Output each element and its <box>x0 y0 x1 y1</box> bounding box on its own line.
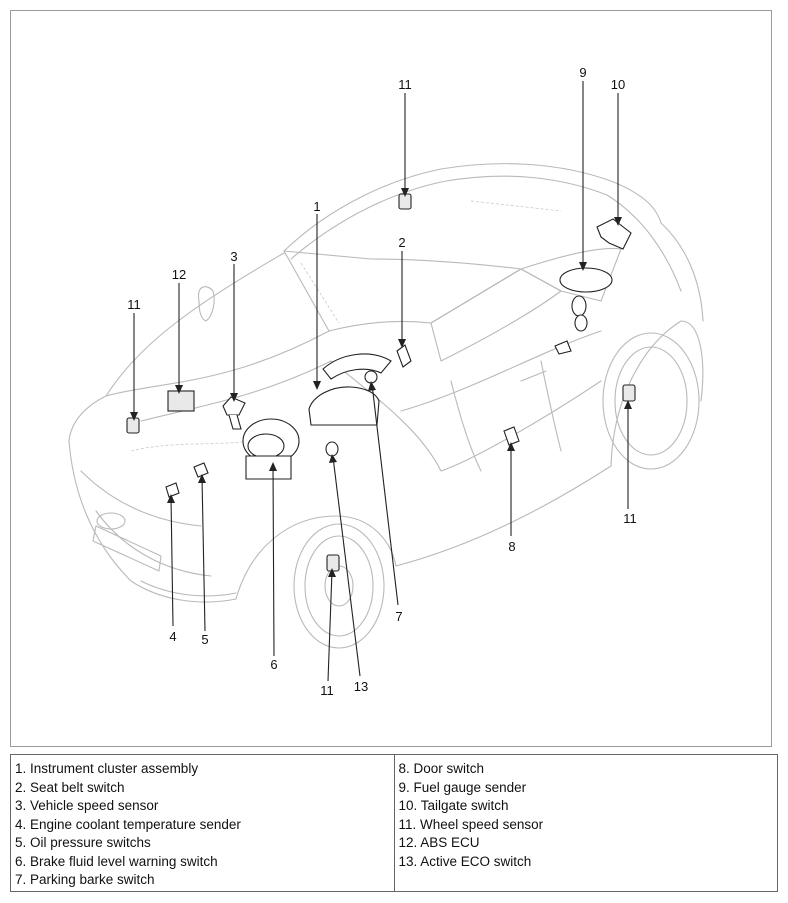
door-switch-part <box>503 426 520 446</box>
legend-item: 11. Wheel speed sensor <box>398 816 544 832</box>
legend-item: 5. Oil pressure switchs <box>15 835 151 850</box>
abs-ecu-part <box>167 390 195 412</box>
seat-belt-switch-part <box>396 344 412 368</box>
callout-11-front-wheel: 11 <box>320 683 334 698</box>
components <box>126 193 636 572</box>
callout-9: 9 <box>579 65 586 80</box>
callout-5: 5 <box>201 632 208 647</box>
callout-13: 13 <box>354 679 368 694</box>
legend-item: 9. Fuel gauge sender <box>398 779 527 795</box>
oil-pressure-switch-part <box>193 462 209 478</box>
diagram-frame: 11 9 10 1 2 12 3 11 11 8 7 4 5 6 11 13 <box>10 10 772 747</box>
legend-table: 1. Instrument cluster assembly 2. Seat b… <box>10 754 778 892</box>
callout-12: 12 <box>172 267 186 282</box>
callout-2: 2 <box>398 235 405 250</box>
callout-7: 7 <box>395 609 402 624</box>
car-outline <box>68 163 704 649</box>
legend-column-left: 1. Instrument cluster assembly 2. Seat b… <box>11 755 394 891</box>
legend-item: 8. Door switch <box>398 761 485 776</box>
legend-item: 3. Vehicle speed sensor <box>15 798 159 813</box>
fuel-gauge-sender-part <box>559 267 613 293</box>
callout-6: 6 <box>270 657 277 672</box>
callout-numbers: 11 9 10 1 2 12 3 11 11 8 7 4 5 6 11 13 <box>127 65 637 698</box>
callout-10: 10 <box>611 77 625 92</box>
coolant-temp-sender-part <box>165 482 180 498</box>
tailgate-switch-part <box>596 218 632 250</box>
legend-item: 10. Tailgate switch <box>398 798 509 813</box>
active-eco-switch-part <box>325 441 339 457</box>
legend-item: 13. Active ECO switch <box>398 853 532 869</box>
vehicle-speed-sensor-part <box>222 396 246 416</box>
legend-item: 6. Brake fluid level warning switch <box>15 853 218 869</box>
callout-11-rear: 11 <box>623 511 637 526</box>
callout-1: 1 <box>313 199 320 214</box>
callout-3: 3 <box>230 249 237 264</box>
legend-item: 2. Seat belt switch <box>15 779 125 795</box>
legend-item: 7. Parking barke switch <box>15 872 155 887</box>
legend-item: 1. Instrument cluster assembly <box>15 761 199 776</box>
callout-11-front-left: 11 <box>127 297 141 312</box>
callout-8: 8 <box>508 539 515 554</box>
legend-item: 4. Engine coolant temperature sender <box>15 816 241 832</box>
instrument-cluster-part <box>308 386 380 426</box>
legend-item: 12. ABS ECU <box>398 835 480 850</box>
callout-11-roof: 11 <box>398 77 412 92</box>
leader-lines <box>130 81 632 682</box>
callout-4: 4 <box>169 629 176 644</box>
legend-column-right: 8. Door switch 9. Fuel gauge sender 10. … <box>393 755 778 891</box>
car-component-diagram: 11 9 10 1 2 12 3 11 11 8 7 4 5 6 11 13 <box>68 65 704 698</box>
